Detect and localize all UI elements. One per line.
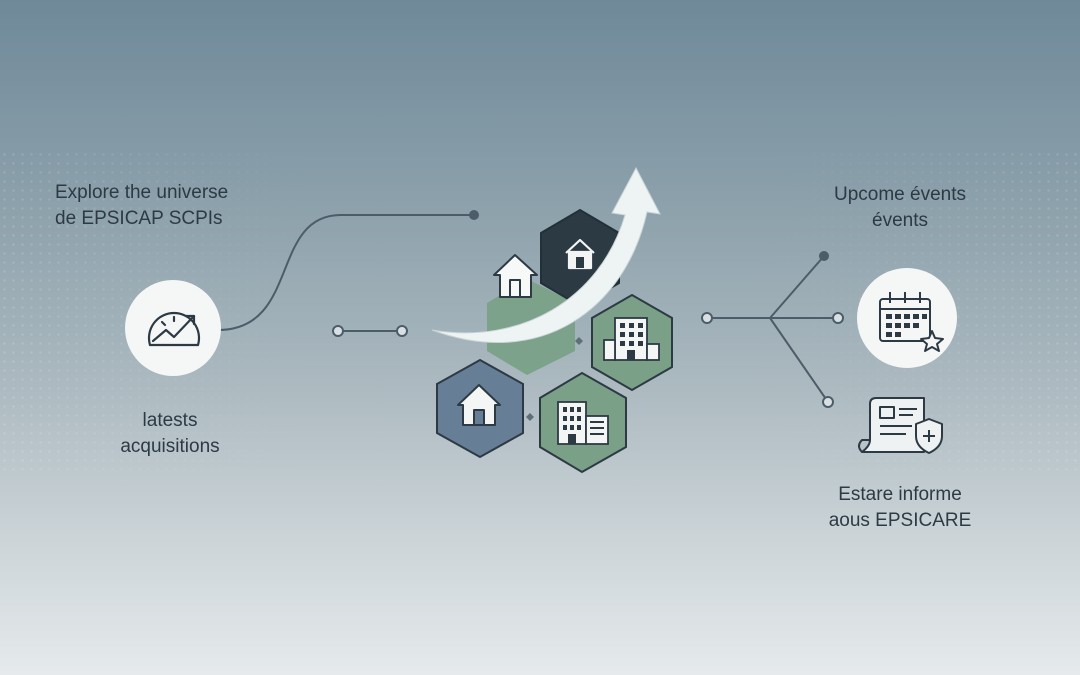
house-icon — [457, 384, 501, 426]
hex-green-bottom — [539, 371, 627, 474]
left-connectors — [217, 214, 474, 332]
office-building-icon — [603, 317, 660, 361]
hex-blue-bottom-left — [436, 358, 524, 459]
node-right-a — [701, 312, 713, 324]
node-mid-left-b — [396, 325, 408, 337]
office-building-icon — [557, 401, 609, 445]
growth-arrow — [431, 166, 661, 344]
label-stay-informed: Estare informe aous EPSICARE — [828, 484, 972, 531]
label-upcoming-events: Upcome évents évents — [833, 184, 966, 231]
speedometer-growth-icon — [125, 280, 221, 376]
hex-green-right — [591, 293, 673, 392]
connector-explore — [217, 214, 474, 331]
node-explore-end — [469, 210, 479, 220]
label-latest-acquisitions: latests acquisitions — [120, 410, 220, 457]
calendar-star-icon — [857, 268, 957, 368]
node-mid-left-a — [332, 325, 344, 337]
node-right-mid — [832, 312, 844, 324]
document-shield-icon — [858, 397, 943, 454]
node-right-bottom — [822, 396, 834, 408]
node-right-top — [819, 251, 829, 261]
house-icon — [493, 254, 538, 298]
right-connectors — [707, 255, 838, 403]
house-icon — [565, 238, 595, 270]
label-explore-scpis: Explore the universe de EPSICAP SCPIs — [55, 182, 229, 229]
